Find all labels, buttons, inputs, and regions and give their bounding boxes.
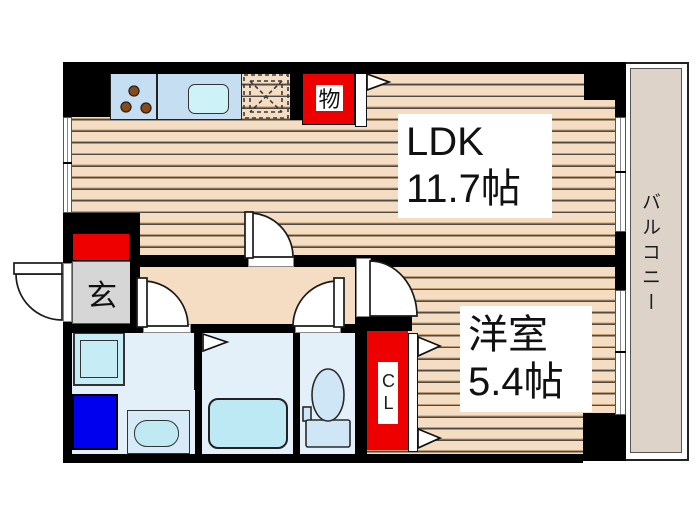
wall-kitchen-stub bbox=[290, 72, 302, 120]
stove-burners bbox=[120, 85, 152, 114]
closet-door-arrow-bottom bbox=[417, 427, 443, 450]
utility-blue-box bbox=[72, 394, 118, 450]
western-room-label-box: 洋室 5.4帖 bbox=[460, 306, 592, 412]
wall-bath-left bbox=[195, 324, 202, 455]
window-ticks bbox=[63, 162, 626, 353]
kitchen-counter-divider bbox=[156, 72, 158, 120]
ldk-name: LDK bbox=[406, 119, 484, 164]
wall-left-mid bbox=[63, 213, 72, 263]
ldk-door-leaf bbox=[244, 211, 254, 259]
wall-above-entrance bbox=[72, 213, 140, 233]
wall-entrance-hall bbox=[130, 233, 140, 332]
entrance-label: 玄 bbox=[87, 279, 117, 313]
entrance-door-opening bbox=[63, 263, 72, 322]
wall-corner-topleft bbox=[63, 62, 110, 117]
closet-door-panel bbox=[408, 333, 418, 452]
washbasin-bowl bbox=[134, 420, 179, 447]
balcony-deck bbox=[630, 68, 682, 453]
wall-bottom bbox=[63, 454, 583, 463]
ldk-size: 11.7帖 bbox=[406, 167, 521, 211]
washer-pan-inner bbox=[80, 340, 118, 378]
kitchen-sink bbox=[188, 84, 229, 114]
wall-left-lower bbox=[63, 322, 72, 463]
entrance-door-swing bbox=[15, 273, 63, 321]
washroom-door-leaf bbox=[136, 277, 148, 328]
entrance-door-leaf bbox=[13, 262, 63, 275]
wall-top bbox=[63, 62, 626, 74]
western-room-door-swing bbox=[369, 260, 418, 317]
western-room-size: 5.4帖 bbox=[468, 360, 564, 404]
door-arrows bbox=[202, 72, 443, 450]
toilet-door-leaf bbox=[333, 277, 345, 328]
storage-label-box: 物 bbox=[316, 85, 343, 112]
balcony-label: バルコニー bbox=[639, 192, 660, 317]
wall-right-upper bbox=[615, 62, 626, 117]
ldk-label-box: LDK 11.7帖 bbox=[398, 114, 552, 218]
toilet-door-swing bbox=[292, 280, 339, 327]
toilet-icon bbox=[302, 368, 351, 448]
door-swings bbox=[13, 211, 418, 328]
closet-door-arrow-top bbox=[417, 335, 443, 358]
shoe-cabinet bbox=[72, 233, 130, 261]
closet-label: CL bbox=[378, 371, 399, 415]
storage-label: 物 bbox=[318, 87, 341, 112]
western-room-name: 洋室 bbox=[468, 312, 548, 357]
wall-hall-bottom bbox=[63, 324, 366, 333]
ldk-door-swing bbox=[248, 212, 294, 258]
wall-main-left bbox=[137, 255, 248, 267]
closet-label-box: CL bbox=[378, 362, 399, 424]
refrigerator-space bbox=[243, 74, 289, 119]
washroom-door-swing bbox=[142, 280, 189, 327]
wall-corner-bottomright bbox=[583, 413, 626, 461]
bathtub bbox=[208, 398, 288, 449]
bathroom-door-arrow bbox=[202, 332, 230, 353]
storage-door-arrow bbox=[366, 72, 392, 92]
wall-bath-toilet bbox=[293, 333, 300, 455]
entrance-area: 玄 bbox=[72, 261, 132, 324]
wall-closet-top bbox=[355, 316, 412, 331]
